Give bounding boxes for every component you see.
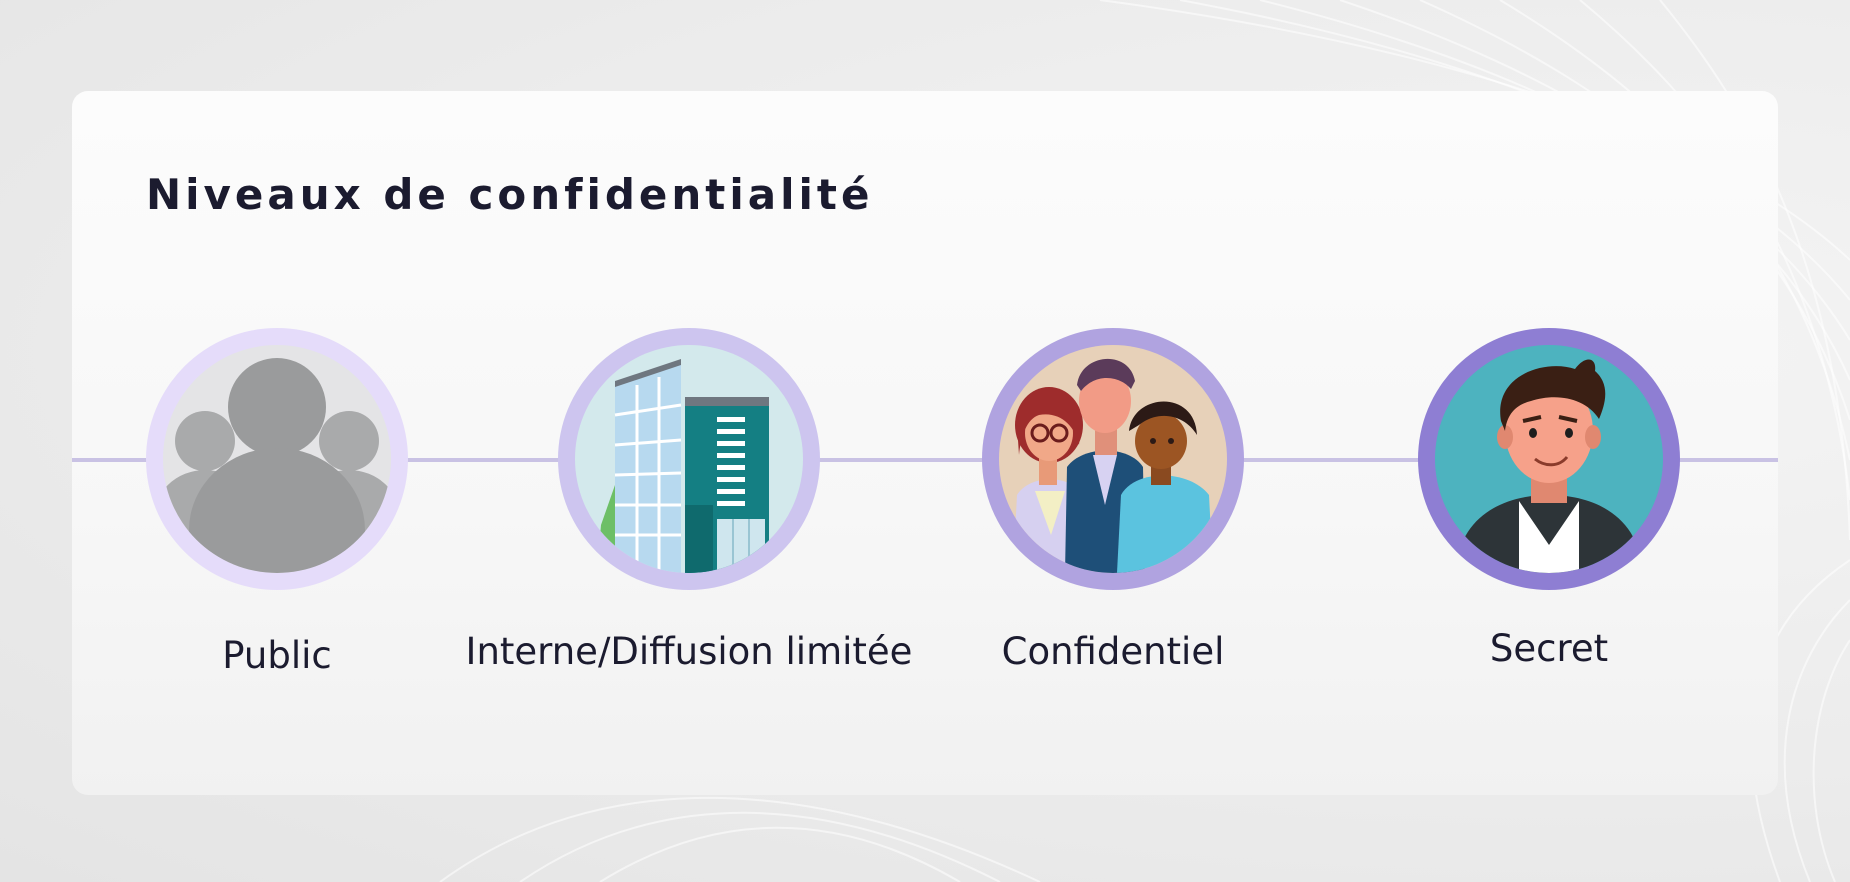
team-people-icon (999, 345, 1227, 573)
level-interne-label: Interne/Diffusion limitée (465, 630, 913, 673)
level-secret-node (1418, 328, 1680, 590)
level-confidentiel-node (982, 328, 1244, 590)
level-secret-label: Secret (1489, 627, 1609, 670)
diagram-title: Niveaux de confidentialité (146, 170, 874, 219)
level-confidentiel-label: Confidentiel (1001, 630, 1225, 673)
level-public-node (146, 328, 408, 590)
people-group-icon (163, 345, 391, 573)
connector-line (72, 458, 1778, 462)
office-building-icon (575, 345, 803, 573)
level-public-label: Public (222, 634, 332, 677)
level-interne-node (558, 328, 820, 590)
businessman-icon (1435, 345, 1663, 573)
